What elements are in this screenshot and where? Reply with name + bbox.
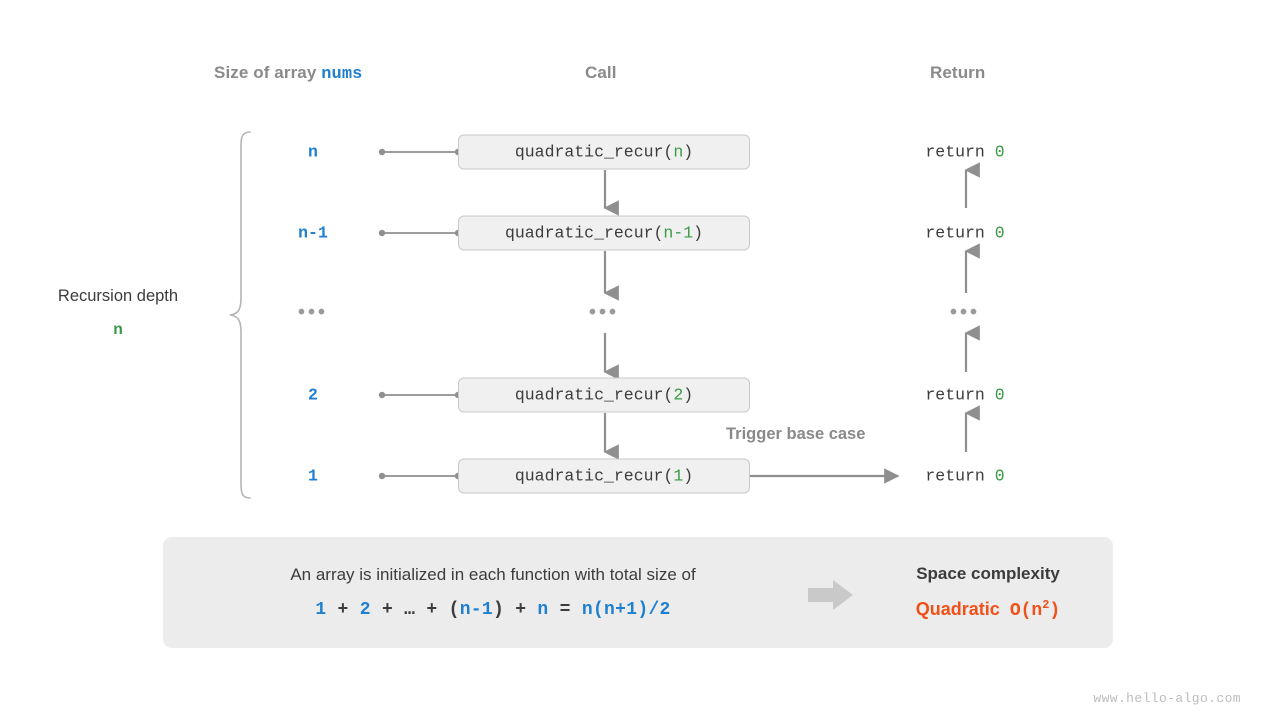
return-keyword-4: return [925, 385, 995, 405]
formula-token-0: 1 [315, 600, 327, 620]
call-box-row-2[interactable]: quadratic_recur(n-1) [458, 215, 750, 251]
recursion-depth-text: Recursion depth [57, 287, 179, 305]
size-value-row-5: 1 [308, 466, 318, 486]
formula-token-5: + [415, 600, 449, 620]
space-complexity-value: Quadratic O(n2) [916, 598, 1060, 621]
summary-left-column: An array is initialized in each function… [183, 537, 803, 648]
column-header-call: Call [585, 63, 617, 82]
call-box-4-prefix: quadratic_recur( [514, 385, 674, 405]
call-flow-arrows [603, 170, 619, 460]
recursion-depth-value: n [113, 321, 123, 339]
return-literal-4: 0 [994, 385, 1005, 405]
summary-formula: 1 + 2 + … + (n-1) + n = n(n+1)/2 [315, 600, 670, 620]
watermark: www.hello-algo.com [1093, 691, 1241, 706]
return-value-row-1: return 0 [870, 143, 1060, 162]
recursion-depth-label: Recursion depth n [18, 286, 218, 340]
call-box-4-suffix: ) [683, 385, 694, 405]
formula-token-3: + [370, 600, 405, 620]
complexity-bigo: O(n [1009, 601, 1043, 621]
call-box-ellipsis: ••• [588, 301, 619, 324]
return-literal-5: 0 [994, 466, 1005, 486]
return-keyword-1: return [925, 142, 995, 162]
call-box-5-arg: 1 [673, 466, 684, 486]
call-box-1-suffix: ) [683, 142, 694, 162]
call-box-1-prefix: quadratic_recur( [514, 142, 674, 162]
column-header-size-of-array: Size of array nums [214, 63, 362, 84]
call-box-5-prefix: quadratic_recur( [514, 466, 674, 486]
call-box-2-suffix: ) [693, 223, 704, 243]
formula-token-10: n [537, 600, 549, 620]
right-arrow-icon [808, 580, 853, 610]
call-box-4-arg: 2 [673, 385, 684, 405]
summary-panel: An array is initialized in each function… [163, 537, 1113, 648]
call-box-2-prefix: quadratic_recur( [504, 223, 664, 243]
return-value-ellipsis: ••• [949, 301, 980, 324]
base-case-return-arrow [750, 468, 900, 484]
size-value-ellipsis: ••• [297, 301, 328, 324]
return-flow-arrows [964, 162, 980, 452]
return-value-row-5: return 0 [870, 467, 1060, 486]
call-box-1-arg: n [673, 142, 684, 162]
complexity-bigo-close: ) [1049, 601, 1061, 621]
call-box-row-5[interactable]: quadratic_recur(1) [458, 458, 750, 494]
call-box-5-suffix: ) [683, 466, 694, 486]
return-value-row-2: return 0 [870, 224, 1060, 243]
return-value-row-4: return 0 [870, 386, 1060, 405]
summary-sentence: An array is initialized in each function… [290, 565, 696, 584]
formula-token-11: = [548, 600, 582, 620]
formula-token-2: 2 [359, 600, 371, 620]
formula-token-8: ) [493, 600, 505, 620]
complexity-label: Quadratic [915, 599, 1000, 619]
column-header-size-text: Size of array [214, 63, 322, 82]
size-value-row-2: n-1 [298, 223, 328, 243]
column-header-nums-token: nums [321, 65, 363, 84]
size-value-row-1: n [308, 142, 318, 162]
trigger-base-case-note: Trigger base case [726, 425, 866, 443]
call-box-row-4[interactable]: quadratic_recur(2) [458, 377, 750, 413]
complexity-exponent: 2 [1042, 598, 1050, 612]
size-value-row-4: 2 [308, 385, 318, 405]
call-box-2-arg: n-1 [663, 223, 694, 243]
return-keyword-5: return [925, 466, 995, 486]
formula-token-12: n(n+1)/2 [581, 600, 671, 620]
return-literal-2: 0 [994, 223, 1005, 243]
formula-token-1: + [326, 600, 360, 620]
space-complexity-title: Space complexity [916, 564, 1060, 583]
return-keyword-2: return [925, 223, 995, 243]
formula-token-4: … [404, 600, 416, 620]
return-literal-1: 0 [994, 142, 1005, 162]
summary-right-column: Space complexity Quadratic O(n2) [863, 537, 1113, 648]
column-header-return: Return [930, 63, 986, 82]
formula-token-6: ( [448, 600, 460, 620]
formula-token-7: n-1 [459, 600, 493, 620]
call-box-row-1[interactable]: quadratic_recur(n) [458, 134, 750, 170]
recursion-depth-brace [229, 131, 251, 499]
formula-token-9: + [504, 600, 538, 620]
size-to-call-connectors [378, 148, 462, 480]
